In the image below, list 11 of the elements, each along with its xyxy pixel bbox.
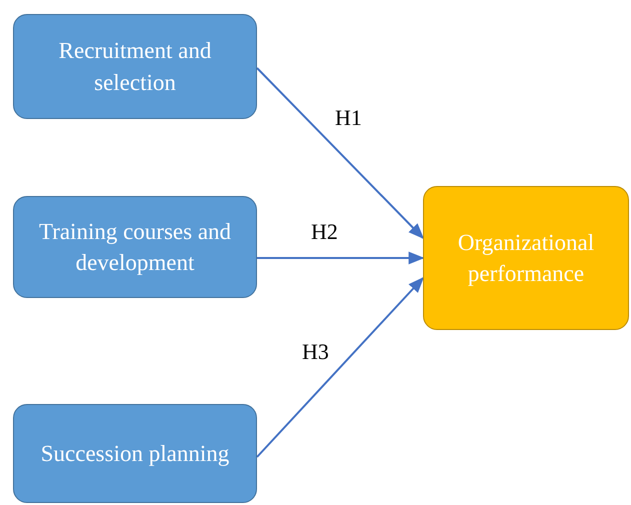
process-box [13,196,257,298]
process-box [423,186,629,330]
process-box [13,404,257,503]
process-box [13,14,257,119]
box-label: Succession planning [40,440,230,468]
box-label: Organizational performance [456,228,596,288]
arrow [257,252,425,264]
box-label: Recruitment and selection [58,37,212,96]
box-label: Training courses and development [38,218,232,277]
arrow [256,67,424,240]
arrow [256,276,424,458]
